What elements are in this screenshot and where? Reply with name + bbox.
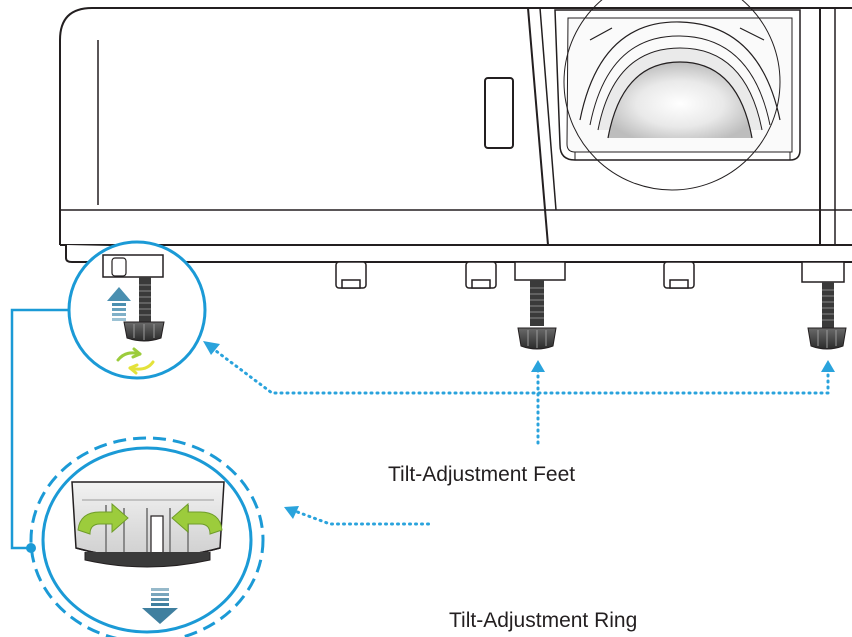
- underside-pads: [335, 261, 695, 289]
- striped-up-arrow-icon: [107, 287, 131, 321]
- ring-rotate-arrows-icon: [77, 502, 223, 535]
- ring-detail-callout: [29, 436, 265, 637]
- tilt-foot-center: [514, 261, 566, 350]
- tilt-foot-right: [801, 261, 847, 350]
- foot-callout: [67, 240, 207, 380]
- lens-housing: [527, 0, 836, 246]
- callout-connector: [10, 308, 70, 550]
- tilt-adjustment-ring-label: Tilt-Adjustment Ring: [449, 609, 638, 632]
- striped-down-arrow-icon: [142, 588, 178, 624]
- tilt-adjustment-feet-label: Tilt-Adjustment Feet: [388, 463, 576, 486]
- rotate-arrows-icon: [116, 347, 155, 375]
- leader-arrowheads: [203, 341, 835, 519]
- connector-dot: [26, 543, 36, 553]
- leader-lines: [210, 346, 830, 526]
- sensor-window: [484, 77, 514, 149]
